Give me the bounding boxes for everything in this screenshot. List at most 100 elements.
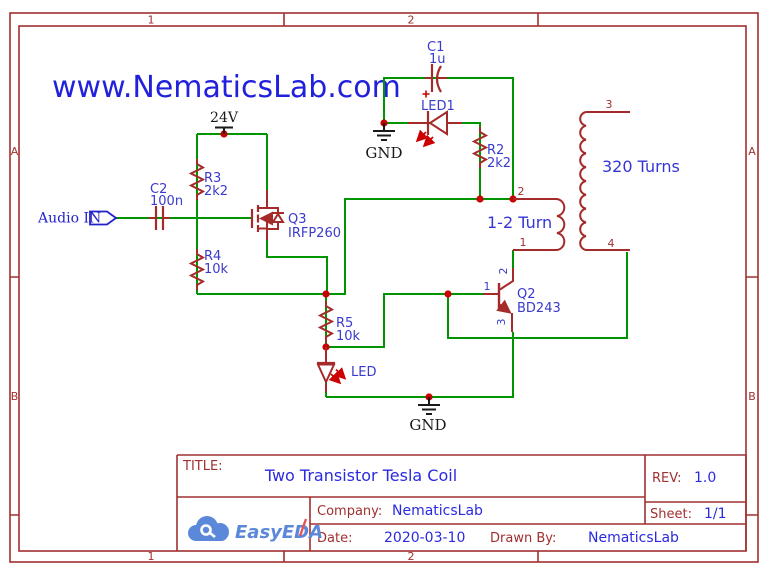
q2-pin-2: 2 [497,268,510,275]
led1-ref: LED1 [421,99,455,114]
q3-drain-lead [258,190,268,209]
c2-plates [154,206,165,230]
frame-row-label-right-a: A [748,145,756,158]
c1-ref: C1 [427,40,444,55]
gnd-label: GND [365,144,402,162]
sheet-value: 1/1 [704,506,727,522]
q2-pin-3: 3 [495,319,508,326]
date-value: 2020-03-10 [384,530,465,546]
power-symbol-24v[interactable]: 24V [210,110,239,134]
component-led1[interactable]: LED1 [408,99,462,148]
frame-ticks [10,13,758,562]
company-label: Company: [317,504,382,519]
q2-pin-1: 1 [484,280,491,293]
q2-ref: Q2 [517,287,536,302]
rev-value: 1.0 [694,470,716,486]
component-r2-resistor[interactable]: R2 2k2 [473,126,511,171]
led2-triangle [316,363,336,385]
gnd-icon [372,122,396,141]
component-transformer[interactable]: 2 1 3 4 320 Turns 1-2 Turn [487,98,680,251]
r4-value: 10k [204,262,229,277]
t1-secondary-coil [579,111,587,251]
led2-ref: LED [351,365,376,380]
power-label: 24V [210,110,239,126]
r5-value: 10k [336,329,361,344]
title-block-dividers [177,455,746,551]
frame-row-label-left-a: A [11,145,19,158]
led2-emission-arrow [328,371,342,385]
easyeda-logo-red-accent [298,518,308,537]
led1-emission-arrow [415,129,429,143]
gnd-icon [417,396,441,415]
c1-value: 1u [429,52,446,67]
easyeda-logo-text: EasyEDA [235,522,323,543]
easyeda-cloud-ring [200,524,212,536]
led2-emission-arrow [333,367,347,380]
q2-emitter-arrow [496,299,512,314]
junction-dot [444,290,452,298]
led1-triangle [428,110,448,136]
component-led2[interactable]: LED [316,347,376,392]
q2-collector-lead [499,268,514,291]
net-flag-audio-in[interactable]: Audio IN [37,210,118,227]
wire [326,332,514,398]
gnd-symbol-bottom[interactable]: GND [409,396,447,434]
company-value: NematicsLab [392,503,483,519]
r3-value: 2k2 [204,184,228,199]
easyeda-logo: EasyEDA [188,516,323,543]
r3-ref: R3 [204,171,221,186]
t1-pin-2: 2 [518,185,525,198]
rev-label: REV: [652,471,681,486]
component-q3-mosfet[interactable]: Q3 IRFP260 [250,190,341,241]
drawn-by-value: NematicsLab [588,530,679,546]
t1-pin-1: 1 [520,236,527,249]
r2-ref: R2 [487,143,504,158]
frame-col-label-bottom-2: 2 [408,550,415,563]
sheet-label: Sheet: [650,507,692,522]
frame-col-label-bottom-1: 1 [148,550,155,563]
c1-plate-curved [435,65,442,93]
t1-pin-3: 3 [606,98,613,111]
schematic-title: Two Transistor Tesla Coil [264,466,457,485]
wires[interactable] [116,77,628,398]
r4-ref: R4 [204,249,221,264]
r5-ref: R5 [336,316,353,331]
component-r3-resistor[interactable]: R3 2k2 [190,158,228,201]
c2-value: 100n [150,194,183,209]
title-label: TITLE: [182,459,223,474]
component-r4-resistor[interactable]: R4 10k [190,248,229,291]
q3-ref: Q3 [288,212,307,227]
date-label: Date: [317,531,352,546]
drawn-by-label: Drawn By: [490,531,556,546]
gnd-symbol-top[interactable]: GND [365,122,403,162]
frame-inner-border [18,25,747,552]
component-q2-transistor[interactable]: Q2 BD243 1 2 3 [483,268,561,333]
t1-secondary-note: 320 Turns [602,157,680,176]
led1-emission-arrow [422,134,436,148]
frame-row-label-left-b: B [11,390,19,403]
wire [326,293,483,348]
frame-col-label-top-1: 1 [148,14,155,27]
q3-source-lead [258,227,268,240]
component-r5-resistor[interactable]: R5 10k [319,300,361,344]
junction-dot [322,290,330,298]
wire [266,230,328,294]
watermark-url: www.NematicsLab.com [52,70,401,105]
q3-value: IRFP260 [288,226,341,241]
q2-value: BD243 [517,301,561,316]
frame-outer-border [9,12,759,563]
t1-primary-note: 1-2 Turn [487,213,552,232]
frame-row-label-right-b: B [748,390,756,403]
component-c1-capacitor[interactable]: C1 1u [422,40,448,98]
t1-pin-4: 4 [608,237,615,250]
junction-dot [476,195,484,203]
c2-ref: C2 [150,182,167,197]
power-bar [215,126,233,134]
r2-value: 2k2 [487,156,511,171]
net-flag-shape [89,210,118,226]
net-flag-label: Audio IN [37,211,101,227]
title-block-outline [176,454,747,551]
component-c2-capacitor[interactable]: C2 100n [149,182,183,230]
wire [197,198,513,295]
wire [447,252,628,339]
